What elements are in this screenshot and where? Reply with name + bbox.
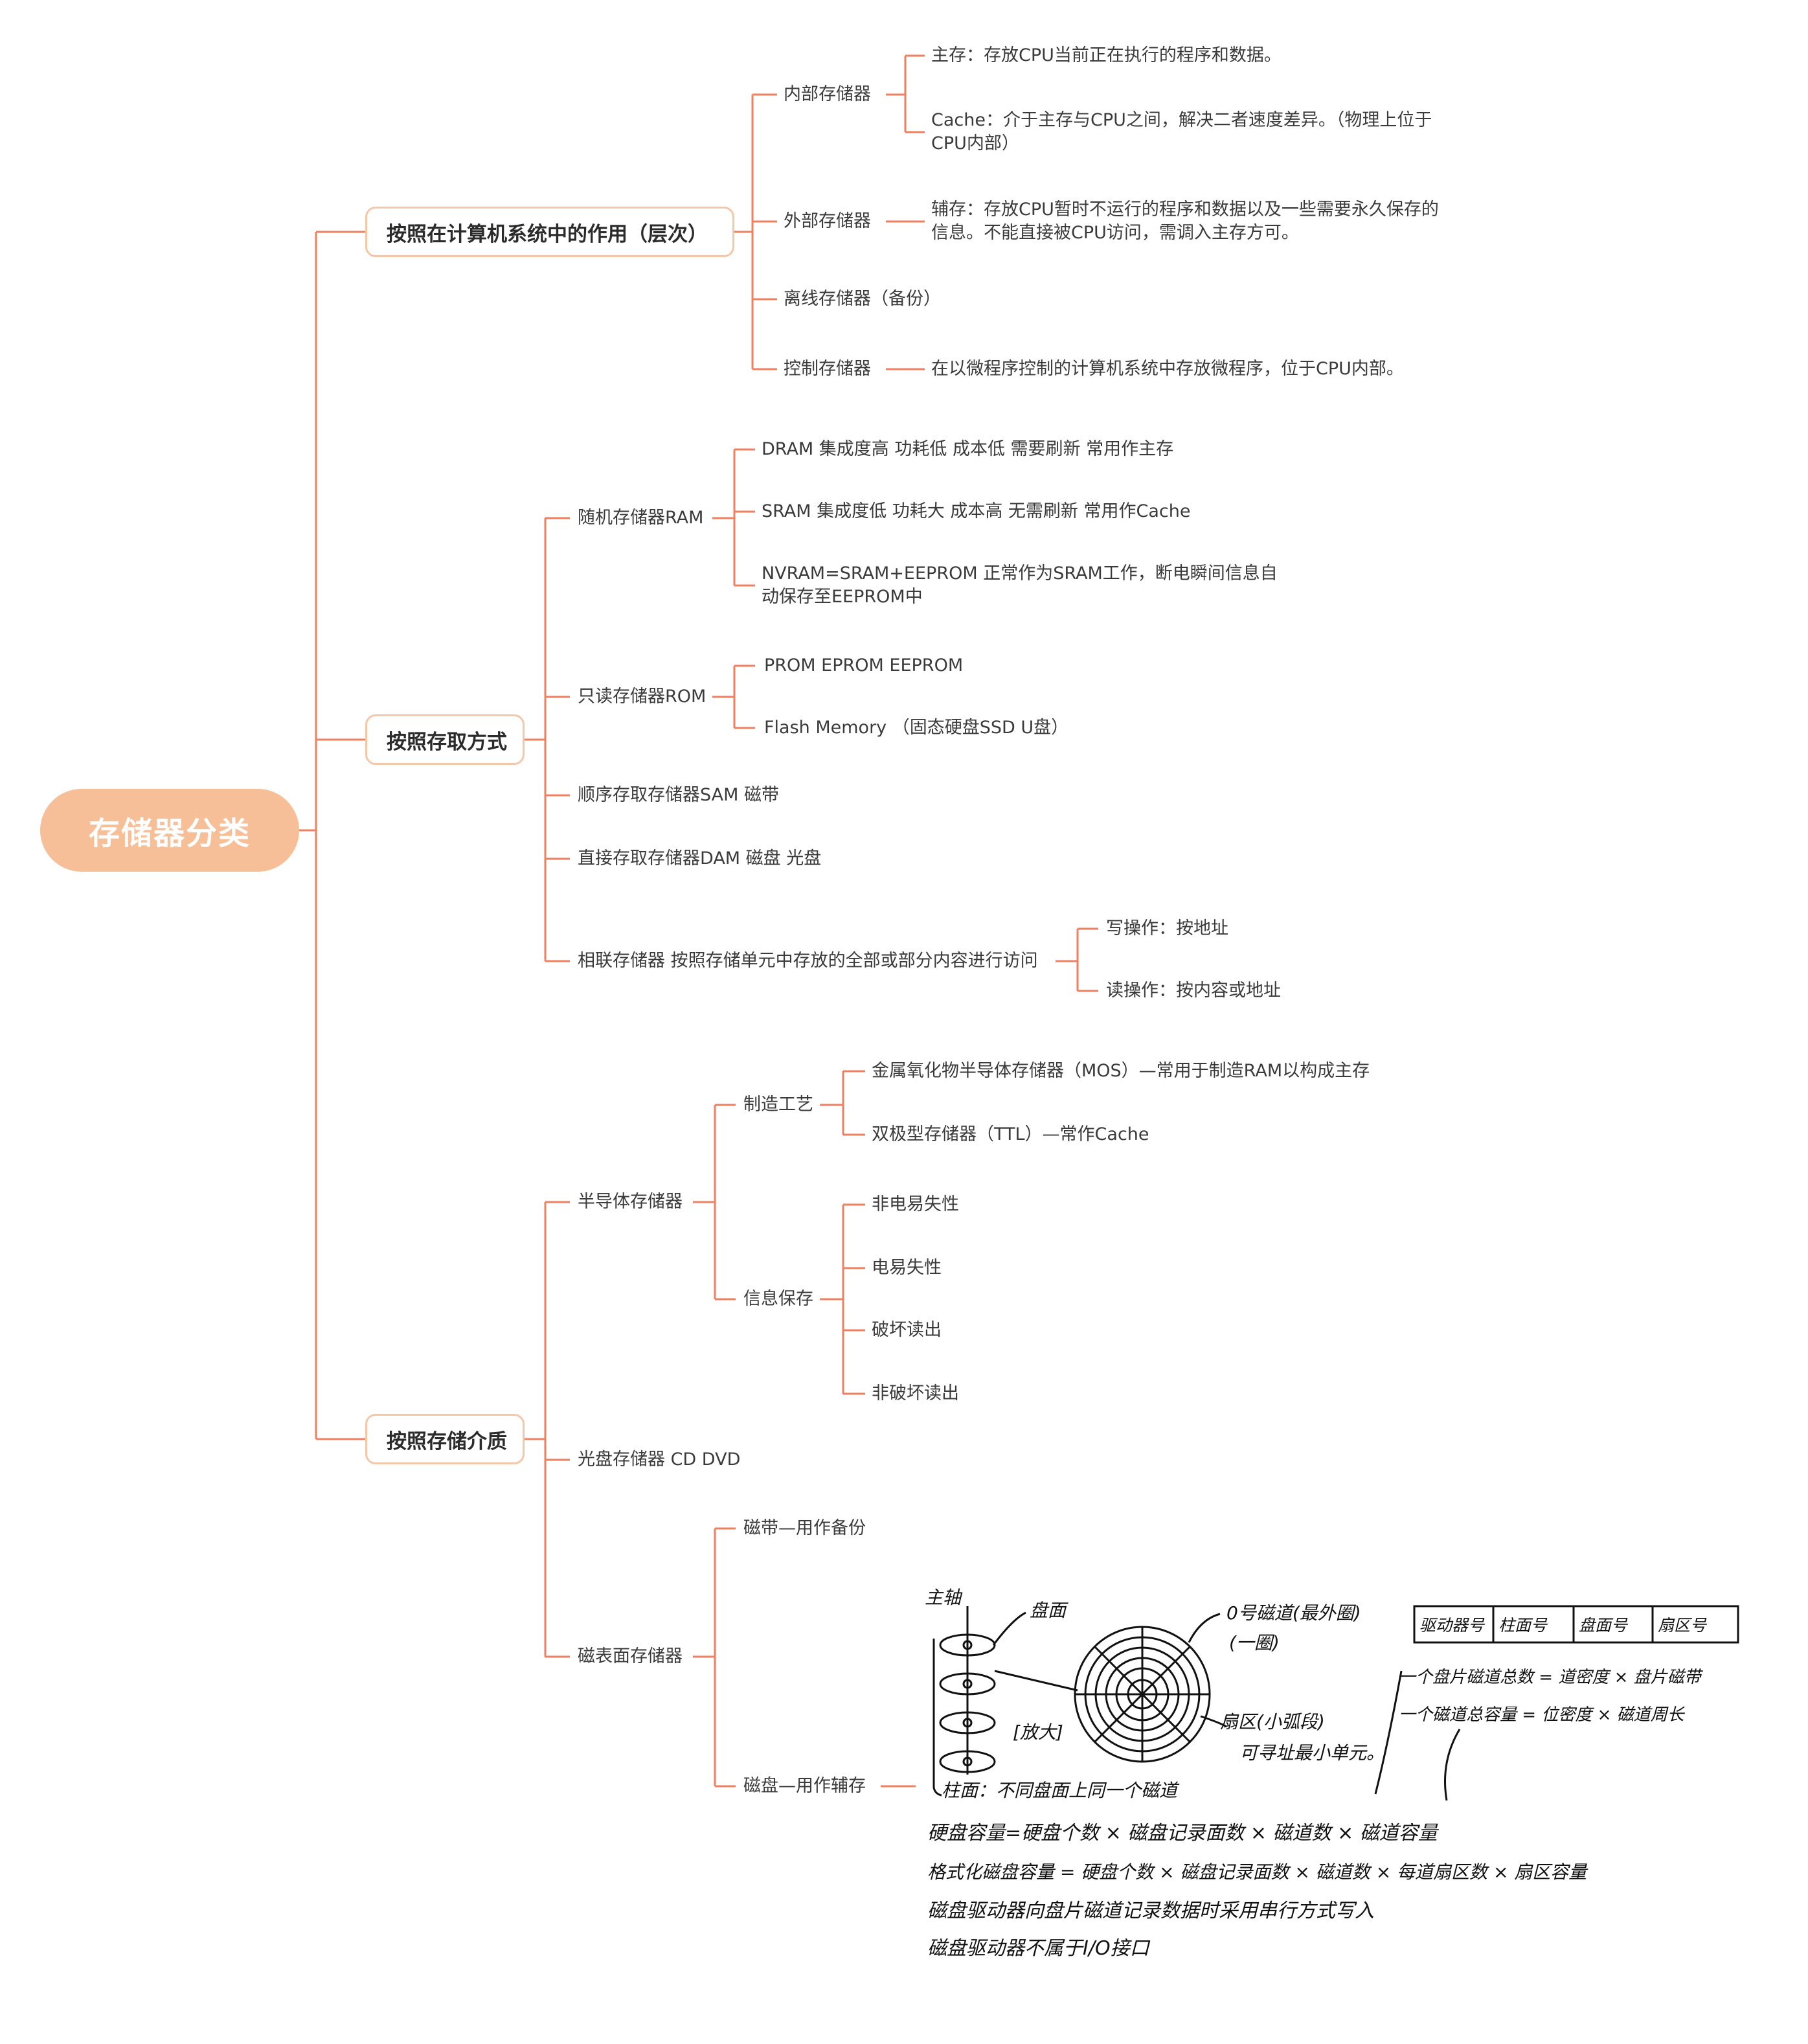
node-dam[interactable]: 直接存取存储器DAM 磁盘 光盘 <box>578 848 822 869</box>
node-nondestructive-read[interactable]: 非破坏读出 <box>872 1383 959 1403</box>
node-mos[interactable]: 金属氧化物半导体存储器（MOS）—常用于制造RAM以构成主存 <box>872 1061 1370 1081</box>
node-destructive-read[interactable]: 破坏读出 <box>872 1320 942 1340</box>
node-external-memory[interactable]: 外部存储器 <box>784 211 871 231</box>
node-control-memory-desc[interactable]: 在以微程序控制的计算机系统中存放微程序，位于CPU内部。 <box>931 359 1404 379</box>
node-aux-memory[interactable]: 辅存：存放CPU暂时不运行的程序和数据以及一些需要永久保存的信息。不能直接被CP… <box>931 199 1439 243</box>
root-node[interactable]: 存储器分类 <box>40 789 299 872</box>
node-sam[interactable]: 顺序存取存储器SAM 磁带 <box>578 785 779 805</box>
node-nvram[interactable]: NVRAM=SRAM+EEPROM 正常作为SRAM工作，断电瞬间信息自动保存至… <box>762 563 1278 607</box>
node-main-memory[interactable]: 主存：存放CPU当前正在执行的程序和数据。 <box>931 45 1282 65</box>
node-disk[interactable]: 磁盘—用作辅存 <box>743 1776 866 1796</box>
node-control-memory[interactable]: 控制存储器 <box>784 359 871 379</box>
node-tape[interactable]: 磁带—用作备份 <box>743 1518 866 1538</box>
sketch-formula-1: 一个盘片磁道总数 = 道密度 × 盘片磁带 <box>1399 1668 1704 1687</box>
node-volatile[interactable]: 电易失性 <box>872 1258 942 1278</box>
node-rom[interactable]: 只读存储器ROM <box>578 687 706 707</box>
sketch-zoom: [放大] <box>1013 1721 1063 1743</box>
sketch-spindle: 主轴 <box>925 1587 963 1608</box>
category-storage-medium[interactable]: 按照存储介质 <box>365 1414 525 1464</box>
sketch-formula-4: 格式化磁盘容量 = 硬盘个数 × 磁盘记录面数 × 磁道数 × 每道扇区数 × … <box>927 1861 1588 1883</box>
sketch-addr-drive: 驱动器号 <box>1419 1616 1486 1635</box>
sketch-track0: 0号磁道(最外圈) <box>1226 1602 1361 1624</box>
node-read-op[interactable]: 读操作：按内容或地址 <box>1106 981 1281 1001</box>
node-prom[interactable]: PROM EPROM EEPROM <box>764 655 964 676</box>
node-process[interactable]: 制造工艺 <box>743 1095 813 1115</box>
sketch-formula-5: 磁盘驱动器向盘片磁道记录数据时采用串行方式写入 <box>927 1900 1374 1922</box>
category-access-method[interactable]: 按照存取方式 <box>365 714 525 765</box>
node-retention[interactable]: 信息保存 <box>743 1289 813 1309</box>
node-write-op[interactable]: 写操作：按地址 <box>1106 918 1228 938</box>
node-ram[interactable]: 随机存储器RAM <box>578 508 704 528</box>
sketch-cylinder: 柱面：不同盘面上同一个磁道 <box>942 1780 1180 1801</box>
sketch-addr-cylinder: 柱面号 <box>1498 1616 1548 1635</box>
sketch-addr-surface: 盘面号 <box>1579 1616 1629 1635</box>
sketch-formula-3: 硬盘容量=硬盘个数 × 磁盘记录面数 × 磁道数 × 磁道容量 <box>927 1822 1440 1845</box>
sketch-circle: (一圈) <box>1229 1632 1280 1653</box>
node-sram[interactable]: SRAM 集成度低 功耗大 成本高 无需刷新 常用作Cache <box>762 501 1191 521</box>
node-magnetic-surface[interactable]: 磁表面存储器 <box>578 1646 683 1666</box>
sketch-surface: 盘面 <box>1030 1600 1068 1621</box>
node-internal-memory[interactable]: 内部存储器 <box>784 84 871 104</box>
sketch-min-addr: 可寻址最小单元。 <box>1239 1742 1384 1764</box>
disk-sketch-image: 主轴 盘面 0号磁道(最外圈) (一圈) 扇区(小弧段) 可寻址最小单元。 [放… <box>922 1580 1756 1982</box>
node-associative[interactable]: 相联存储器 按照存储单元中存放的全部或部分内容进行访问 <box>578 951 1038 971</box>
sketch-sector: 扇区(小弧段) <box>1220 1711 1325 1732</box>
node-cache[interactable]: Cache：介于主存与CPU之间，解决二者速度差异。（物理上位于CPU内部） <box>931 110 1432 153</box>
sketch-addr-sector: 扇区号 <box>1658 1616 1708 1635</box>
node-flash[interactable]: Flash Memory （固态硬盘SSD U盘） <box>764 718 1069 738</box>
node-offline-memory[interactable]: 离线存储器（备份） <box>784 289 941 309</box>
node-optical[interactable]: 光盘存储器 CD DVD <box>578 1449 741 1470</box>
node-dram[interactable]: DRAM 集成度高 功耗低 成本低 需要刷新 常用作主存 <box>762 439 1174 459</box>
node-semiconductor[interactable]: 半导体存储器 <box>578 1192 683 1212</box>
node-ttl[interactable]: 双极型存储器（TTL）—常作Cache <box>872 1124 1149 1144</box>
category-role-level[interactable]: 按照在计算机系统中的作用（层次） <box>365 207 734 257</box>
sketch-formula-2: 一个磁道总容量 = 位密度 × 磁道周长 <box>1399 1705 1686 1725</box>
sketch-formula-6: 磁盘驱动器不属于I/O接口 <box>927 1937 1151 1960</box>
node-nonvolatile[interactable]: 非电易失性 <box>872 1194 959 1214</box>
